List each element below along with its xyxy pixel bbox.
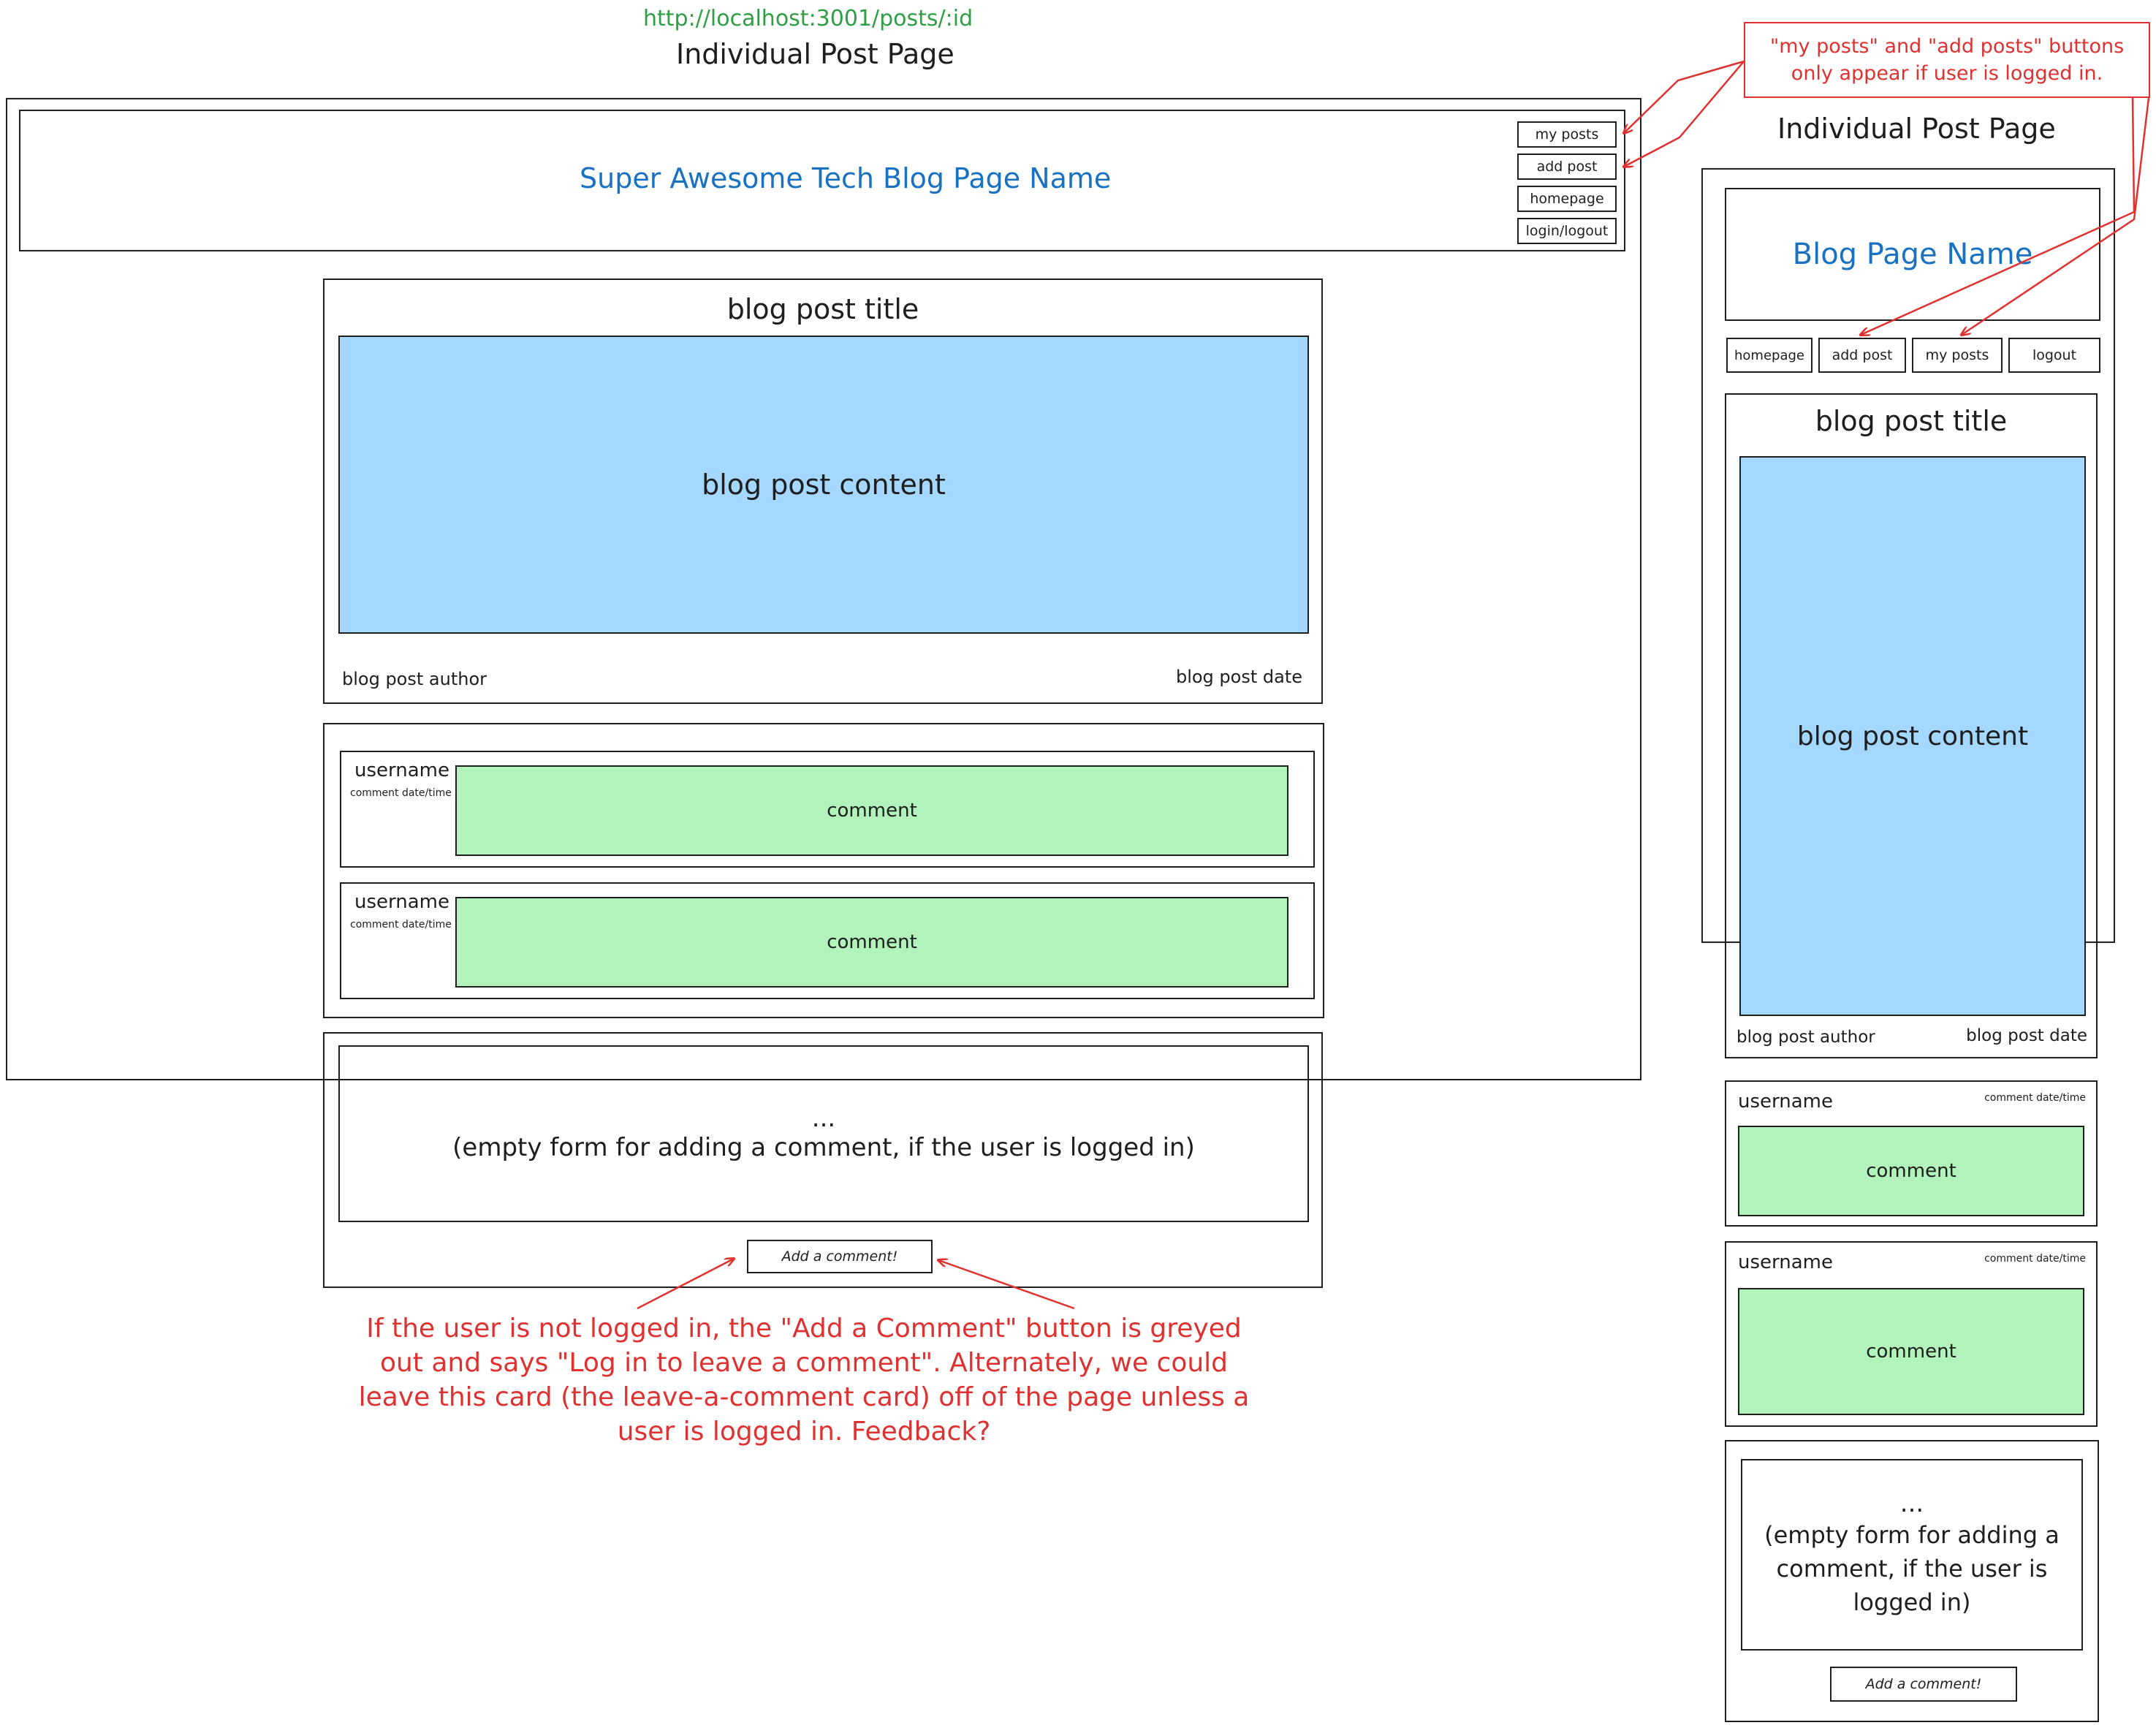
mobile-comment-text-box: comment bbox=[1738, 1126, 2084, 1216]
my-posts-button[interactable]: my posts bbox=[1517, 121, 1617, 148]
mobile-comment-form-input[interactable]: ... (empty form for adding a comment, if… bbox=[1741, 1459, 2083, 1651]
mobile-logout-button[interactable]: logout bbox=[2008, 338, 2100, 373]
mobile-post-content-text: blog post content bbox=[1796, 721, 2029, 751]
mobile-post-content: blog post content bbox=[1739, 456, 2086, 1016]
mobile-add-post-button[interactable]: add post bbox=[1818, 338, 1906, 373]
mobile-form-placeholder: (empty form for adding a comment, if the… bbox=[1764, 1520, 2060, 1616]
mobile-comment-date: comment date/time bbox=[1984, 1092, 2086, 1104]
mobile-site-name: Blog Page Name bbox=[1792, 238, 2033, 271]
mobile-add-comment-button[interactable]: Add a comment! bbox=[1830, 1667, 2017, 1702]
arrow-to-add-post bbox=[1624, 61, 1745, 167]
desktop-comment-form-card: ... (empty form for adding a comment, if… bbox=[323, 1032, 1323, 1288]
top-right-annotation-box: "my posts" and "add posts" buttons only … bbox=[1744, 22, 2150, 98]
comment-item: username comment date/time comment bbox=[340, 751, 1315, 868]
post-date: blog post date bbox=[1175, 667, 1302, 687]
comment-item: username comment date/time comment bbox=[340, 882, 1315, 999]
homepage-button[interactable]: homepage bbox=[1517, 186, 1617, 212]
mobile-comment-card: username comment date/time comment bbox=[1725, 1241, 2098, 1427]
mobile-page-title: Individual Post Page bbox=[1777, 113, 2056, 145]
top-right-annotation: "my posts" and "add posts" buttons only … bbox=[1769, 35, 2125, 85]
form-ellipsis: ... bbox=[811, 1104, 836, 1134]
mobile-comment-username: username bbox=[1738, 1251, 1833, 1273]
comment-form-input[interactable]: ... (empty form for adding a comment, if… bbox=[338, 1045, 1309, 1222]
arrow-to-my-posts bbox=[1624, 60, 1745, 133]
mobile-comment-username: username bbox=[1738, 1091, 1833, 1113]
comment-date: comment date/time bbox=[350, 787, 452, 799]
comment-date: comment date/time bbox=[350, 919, 452, 931]
mobile-post-date: blog post date bbox=[1966, 1026, 2087, 1045]
url-label: http://localhost:3001/posts/:id bbox=[643, 6, 973, 31]
mobile-post-author: blog post author bbox=[1736, 1028, 1875, 1047]
post-author: blog post author bbox=[342, 669, 487, 689]
add-post-button[interactable]: add post bbox=[1517, 154, 1617, 180]
mobile-post-card: blog post title blog post content blog p… bbox=[1725, 393, 2098, 1058]
mobile-post-title: blog post title bbox=[1815, 405, 2008, 437]
desktop-page-title: Individual Post Page bbox=[676, 38, 954, 70]
desktop-window-frame bbox=[6, 98, 1641, 1080]
desktop-header: Super Awesome Tech Blog Page Name bbox=[19, 110, 1625, 251]
comment-username: username bbox=[354, 759, 449, 781]
bottom-annotation: If the user is not logged in, the "Add a… bbox=[358, 1314, 1250, 1447]
mobile-comment-text-box: comment bbox=[1738, 1288, 2084, 1415]
mobile-comment-date: comment date/time bbox=[1984, 1253, 2086, 1265]
comment-text-box: comment bbox=[455, 765, 1288, 856]
mobile-header: Blog Page Name bbox=[1725, 188, 2100, 321]
mobile-my-posts-button[interactable]: my posts bbox=[1912, 338, 2003, 373]
comment-text-box: comment bbox=[455, 897, 1288, 988]
desktop-site-name: Super Awesome Tech Blog Page Name bbox=[580, 162, 1112, 194]
form-placeholder: (empty form for adding a comment, if the… bbox=[452, 1132, 1195, 1162]
desktop-comments-card: username comment date/time comment usern… bbox=[323, 723, 1324, 1018]
post-content-text: blog post content bbox=[702, 469, 946, 501]
login-logout-button[interactable]: login/logout bbox=[1517, 218, 1617, 244]
comment-username: username bbox=[354, 891, 449, 913]
mobile-comment-text: comment bbox=[1866, 1341, 1956, 1363]
post-content: blog post content bbox=[338, 336, 1309, 634]
mobile-comment-form-card: ... (empty form for adding a comment, if… bbox=[1725, 1440, 2099, 1722]
mobile-form-ellipsis: ... bbox=[1899, 1489, 1924, 1519]
post-title: blog post title bbox=[726, 293, 919, 325]
comment-text: comment bbox=[827, 931, 917, 953]
desktop-post-card: blog post title blog post content blog p… bbox=[323, 278, 1323, 704]
mobile-comment-card: username comment date/time comment bbox=[1725, 1080, 2098, 1227]
add-comment-button[interactable]: Add a comment! bbox=[747, 1240, 933, 1273]
comment-text: comment bbox=[827, 800, 917, 822]
mobile-homepage-button[interactable]: homepage bbox=[1726, 338, 1813, 373]
mobile-comment-text: comment bbox=[1866, 1160, 1956, 1182]
